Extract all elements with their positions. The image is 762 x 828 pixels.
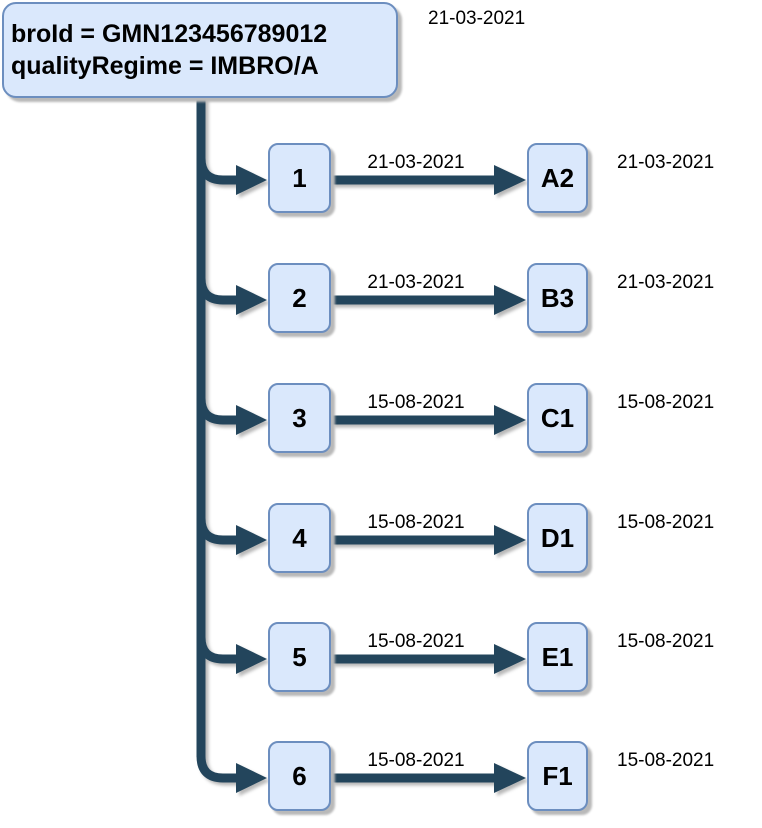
target-date-3: 15-08-2021 [617, 392, 715, 413]
node-1: 1 [268, 143, 331, 213]
branch-connector-4 [196, 485, 526, 555]
branch-connector-2 [196, 245, 526, 315]
node-4-label: 4 [292, 522, 307, 553]
node-b3-label: B3 [540, 282, 575, 313]
arrowhead-icon [236, 525, 267, 555]
target-date-2: 21-03-2021 [617, 272, 715, 293]
branch-connector-1 [196, 125, 526, 195]
arrowhead-icon [494, 285, 526, 315]
node-e1: E1 [527, 622, 588, 692]
node-c1: C1 [527, 383, 588, 453]
root-date: 21-03-2021 [428, 8, 526, 29]
target-date-1: 21-03-2021 [617, 152, 715, 173]
target-date-5: 15-08-2021 [617, 631, 715, 652]
edge-date-4: 15-08-2021 [367, 512, 465, 533]
arrowhead-icon [236, 285, 267, 315]
branch-curve-3 [196, 365, 237, 425]
node-a2-label: A2 [540, 162, 575, 193]
node-e1-label: E1 [541, 641, 574, 672]
branch-curve-1 [196, 125, 237, 185]
root-node-quality-regime: qualityRegime = IMBRO/A [11, 52, 319, 80]
branch-curve-5 [196, 604, 237, 664]
arrowhead-icon [494, 763, 526, 793]
node-f1-label: F1 [542, 760, 573, 791]
edge-date-1: 21-03-2021 [367, 152, 465, 173]
branch-row-6: 6 15-08-2021 F1 15-08-2021 [0, 741, 762, 815]
branch-row-4: 4 15-08-2021 D1 15-08-2021 [0, 503, 762, 577]
node-c1-label: C1 [540, 402, 575, 433]
branch-curve-6 [196, 723, 237, 783]
node-1-label: 1 [292, 162, 307, 193]
branch-connector-6 [196, 723, 526, 793]
branch-connector-3 [196, 365, 526, 435]
branch-row-2: 2 21-03-2021 B3 21-03-2021 [0, 263, 762, 337]
node-5-label: 5 [292, 641, 307, 672]
root-node: broId = GMN123456789012 qualityRegime = … [2, 2, 398, 98]
node-3-label: 3 [292, 402, 307, 433]
node-6-label: 6 [292, 760, 307, 791]
arrowhead-icon [494, 644, 526, 674]
branch-row-1: 1 21-03-2021 A2 21-03-2021 [0, 143, 762, 217]
root-node-broid: broId = GMN123456789012 [11, 20, 328, 48]
arrowhead-icon [236, 763, 267, 793]
node-a2: A2 [527, 143, 588, 213]
node-f1: F1 [527, 741, 588, 811]
edge-date-3: 15-08-2021 [367, 392, 465, 413]
edge-date-2: 21-03-2021 [367, 272, 465, 293]
branch-row-5: 5 15-08-2021 E1 15-08-2021 [0, 622, 762, 696]
edge-date-5: 15-08-2021 [367, 631, 465, 652]
arrowhead-icon [236, 644, 267, 674]
node-6: 6 [268, 741, 331, 811]
node-d1: D1 [527, 503, 588, 573]
arrowhead-icon [494, 405, 526, 435]
node-5: 5 [268, 622, 331, 692]
branch-curve-2 [196, 245, 237, 305]
branch-curve-4 [196, 485, 237, 545]
branch-row-3: 3 15-08-2021 C1 15-08-2021 [0, 383, 762, 457]
node-b3: B3 [527, 263, 588, 333]
arrowhead-icon [236, 165, 267, 195]
node-2: 2 [268, 263, 331, 333]
edge-date-6: 15-08-2021 [367, 750, 465, 771]
target-date-6: 15-08-2021 [617, 750, 715, 771]
node-3: 3 [268, 383, 331, 453]
node-4: 4 [268, 503, 331, 573]
branch-connector-5 [196, 604, 526, 674]
node-d1-label: D1 [540, 522, 575, 553]
arrowhead-icon [494, 165, 526, 195]
arrowhead-icon [236, 405, 267, 435]
target-date-4: 15-08-2021 [617, 512, 715, 533]
arrowhead-icon [494, 525, 526, 555]
node-2-label: 2 [292, 282, 307, 313]
